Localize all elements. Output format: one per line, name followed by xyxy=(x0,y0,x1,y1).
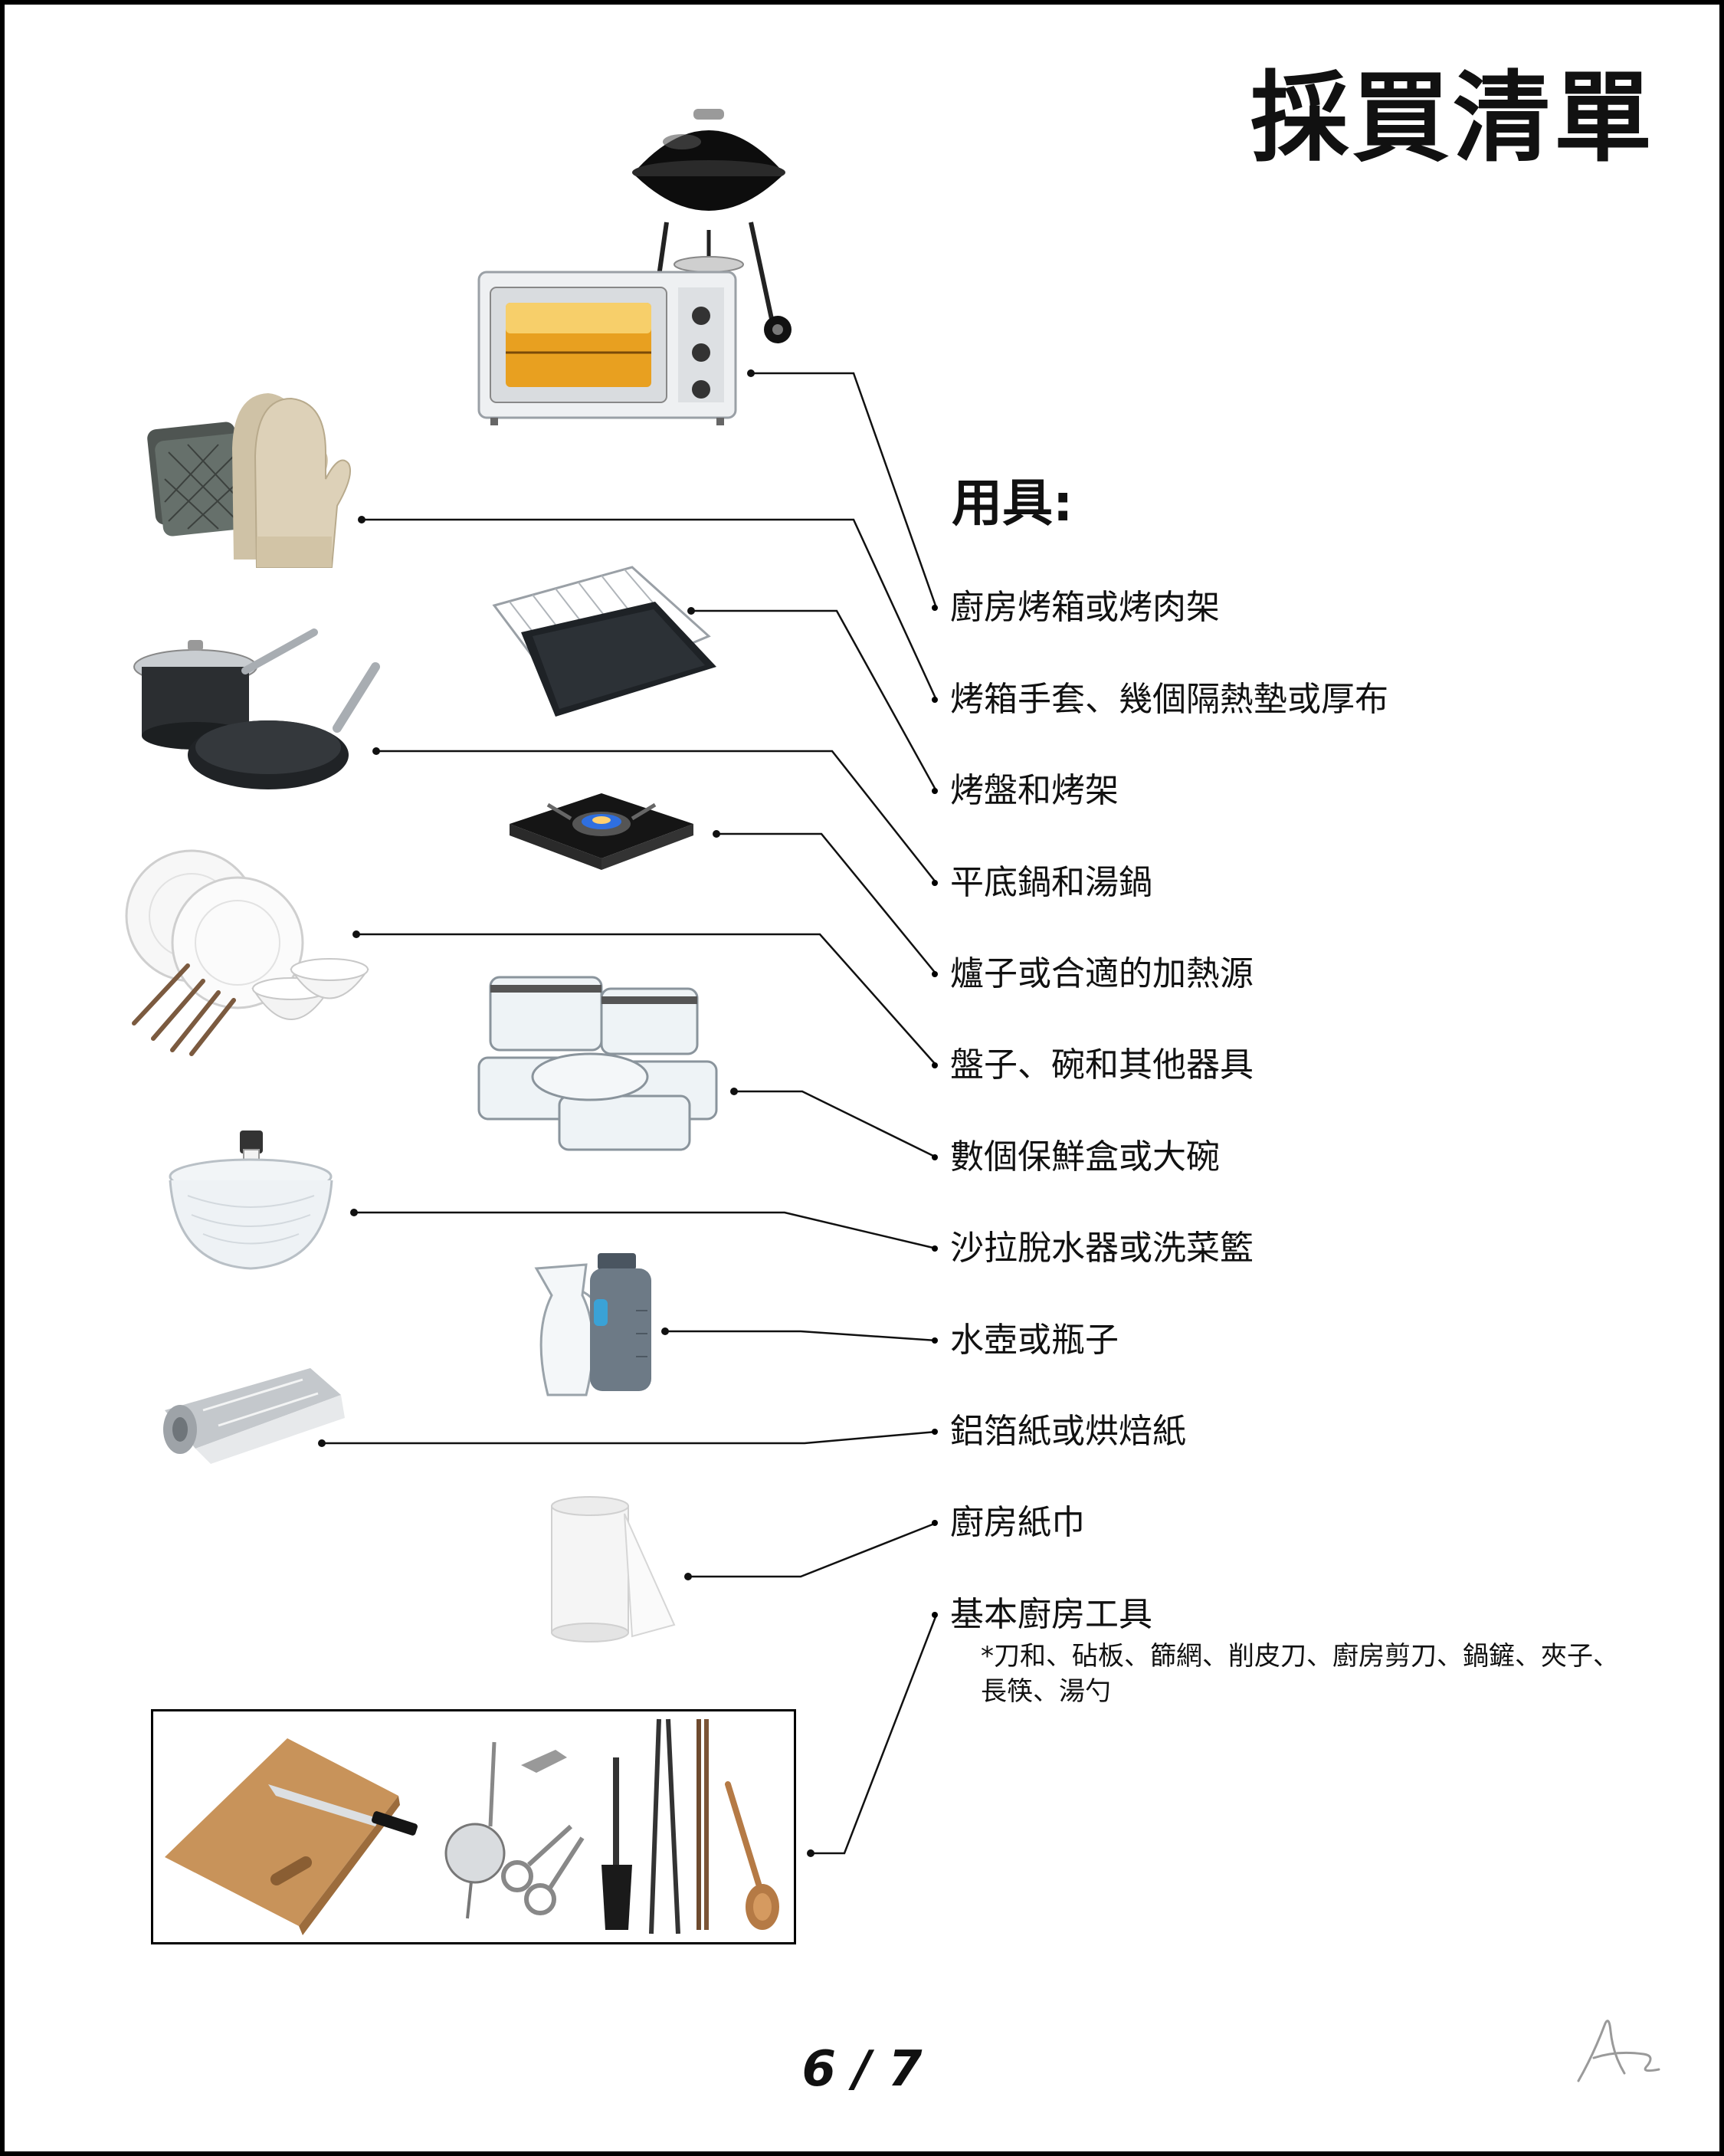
list-item: 數個保鮮盒或大碗 xyxy=(932,1134,1220,1180)
connector-towel xyxy=(688,1521,937,1578)
list-item: 廚房紙巾 xyxy=(932,1500,1085,1546)
connector-tools xyxy=(811,1614,938,1855)
item-label: 平底鍋和湯鍋 xyxy=(950,863,1152,902)
list-item: 烤箱手套、幾個隔熱墊或厚布 xyxy=(932,677,1388,723)
kitchen-tools-note: *刀和、砧板、篩網、削皮刀、廚房剪刀、鍋鏟、夾子、長筷、湯勺 xyxy=(981,1641,1619,1707)
signature-mark xyxy=(1577,2020,1660,2082)
connector-stove xyxy=(716,832,937,975)
pitcher-bottle-icon xyxy=(534,1253,651,1396)
item-label: 基本廚房工具 xyxy=(950,1595,1152,1634)
connector-oven xyxy=(751,372,938,609)
oven-mitts-icon xyxy=(147,393,352,568)
item-label: 鋁箔紙或烘焙紙 xyxy=(950,1412,1186,1451)
kitchen-tools-icon xyxy=(165,1718,779,1935)
connector-pots xyxy=(376,750,937,884)
list-item: 基本廚房工具 xyxy=(932,1592,1152,1638)
connector-pitcher xyxy=(665,1330,937,1342)
connector-plates xyxy=(356,933,937,1066)
item-label: 爐子或合適的加熱源 xyxy=(950,954,1254,993)
list-item: 鋁箔紙或烘焙紙 xyxy=(932,1409,1186,1455)
food-containers-icon xyxy=(477,976,718,1151)
item-label: 廚房紙巾 xyxy=(950,1503,1085,1542)
connector-foil xyxy=(322,1430,937,1445)
connector-containers xyxy=(734,1090,937,1159)
connector-mitts xyxy=(362,518,938,701)
paper-towel-icon xyxy=(551,1496,676,1642)
section-heading: 用具: xyxy=(952,474,1073,533)
page-title: 採買清單 xyxy=(1250,61,1655,176)
aluminum-foil-icon xyxy=(163,1368,345,1464)
page-number: 6 / 7 xyxy=(801,2041,923,2098)
gas-stove-icon xyxy=(510,793,693,870)
list-item: 烤盤和烤架 xyxy=(932,768,1119,814)
salad-spinner-icon xyxy=(169,1131,333,1270)
pots-pans-icon xyxy=(133,628,380,789)
item-label: 沙拉脫水器或洗菜籃 xyxy=(950,1229,1254,1268)
list-item: 水壺或瓶子 xyxy=(932,1318,1119,1363)
connector-spinner xyxy=(354,1211,937,1250)
item-label: 數個保鮮盒或大碗 xyxy=(950,1137,1220,1176)
kettle-grill-icon xyxy=(632,109,792,343)
list-item: 平底鍋和湯鍋 xyxy=(932,860,1152,906)
item-label: 烤箱手套、幾個隔熱墊或厚布 xyxy=(950,680,1388,719)
list-item: 沙拉脫水器或洗菜籃 xyxy=(932,1226,1254,1272)
kitchen-tools-box xyxy=(151,1709,796,1944)
toaster-oven-icon xyxy=(477,271,737,425)
item-label: 盤子、碗和其他器具 xyxy=(950,1045,1254,1085)
item-label: 廚房烤箱或烤肉架 xyxy=(950,588,1220,627)
baking-tray-icon xyxy=(492,566,716,717)
list-item: 廚房烤箱或烤肉架 xyxy=(932,585,1220,631)
list-item: 盤子、碗和其他器具 xyxy=(932,1042,1254,1088)
connector-tray xyxy=(691,609,938,792)
plates-bowls-icon xyxy=(125,849,369,1056)
list-item: 爐子或合適的加熱源 xyxy=(932,951,1254,997)
item-label: 烤盤和烤架 xyxy=(950,771,1119,810)
item-label: 水壺或瓶子 xyxy=(950,1321,1119,1360)
